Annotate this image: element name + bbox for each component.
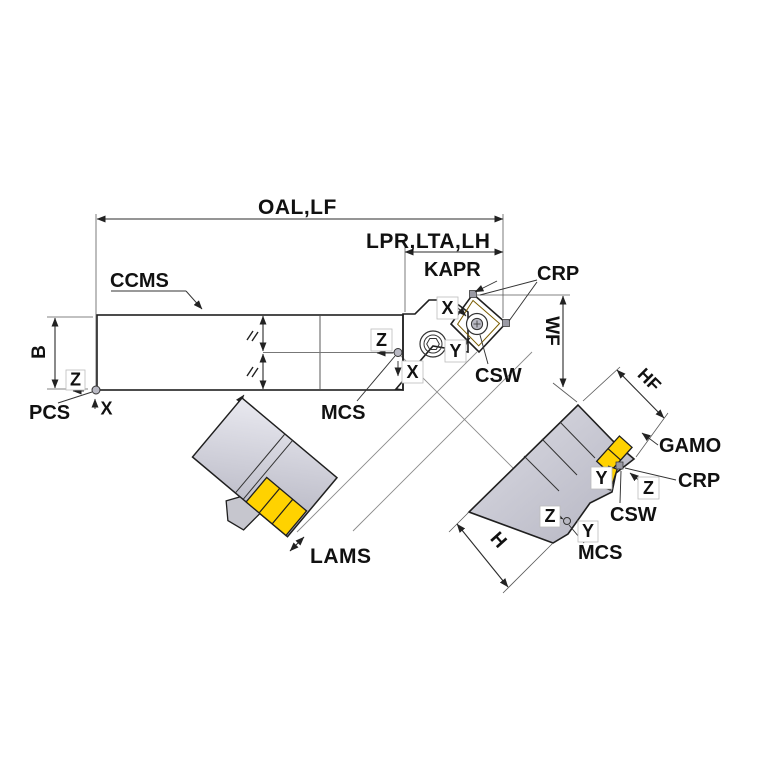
gamo-label: GAMO	[659, 435, 721, 457]
insert-screw-icon	[465, 312, 489, 336]
kapr-label: KAPR	[424, 259, 481, 281]
shank-face-line	[523, 455, 560, 492]
pcs-z-label: Z	[70, 370, 81, 390]
oal-lf-label: OAL,LF	[258, 196, 337, 219]
gamo-leader	[641, 432, 659, 446]
ccms-label: CCMS	[110, 270, 169, 292]
b-label: B	[29, 345, 50, 359]
top-view	[96, 290, 510, 391]
clamp-screw-icon	[419, 330, 447, 358]
insert-edge-line	[258, 488, 281, 514]
insert-side-view	[245, 476, 308, 537]
csw-leader-end-view	[619, 470, 622, 504]
projection-line	[352, 351, 533, 532]
insert-edge-line	[271, 498, 294, 525]
dimensions-top-view	[47, 214, 578, 403]
crp-label: CRP	[537, 263, 579, 285]
dim-lams-angle	[289, 536, 305, 552]
mcs-origin-marker	[393, 348, 403, 357]
head-edge-line	[242, 440, 293, 500]
h-label: H	[486, 528, 511, 552]
shank-face-line	[559, 421, 596, 459]
shank-face-line	[541, 438, 578, 476]
csw-leader	[479, 334, 489, 365]
mcs-x-label: X	[406, 362, 418, 382]
end-view-y2-label: Y	[582, 521, 594, 541]
mcs-origin-marker-end-view	[563, 517, 571, 525]
dim-hf-line	[616, 369, 665, 419]
tool-head	[394, 299, 469, 391]
corner-reference-marker	[502, 319, 510, 327]
pcs-x-label: X	[100, 399, 112, 419]
side-view	[191, 396, 339, 538]
axis-arrows	[72, 307, 471, 409]
kapr-leader	[474, 280, 498, 293]
dimensions-end-view	[448, 366, 677, 594]
end-view	[467, 403, 636, 544]
insert-x-label: X	[441, 298, 453, 318]
lpr-lta-lh-label: LPR,LTA,LH	[366, 230, 490, 253]
crp-label-end-view: CRP	[678, 470, 720, 492]
end-view-z-label: Z	[643, 478, 654, 498]
head-edge-line	[235, 433, 286, 494]
mcs-label: MCS	[321, 402, 365, 424]
leaders-top-view	[57, 279, 538, 404]
dim-h-line	[456, 523, 509, 588]
end-view-z2-label: Z	[545, 506, 556, 526]
hf-label: HF	[634, 364, 665, 395]
csw-label: CSW	[475, 365, 522, 387]
ditto-marks	[246, 330, 259, 378]
pcs-origin-marker	[91, 385, 101, 395]
crp-leader	[508, 281, 538, 322]
mcs-leader	[356, 355, 396, 402]
crp-leader	[479, 279, 538, 296]
end-view-y-label: Y	[595, 468, 607, 488]
pcs-label: PCS	[29, 402, 70, 424]
ccms-leader	[185, 290, 203, 310]
wf-label: WF	[541, 316, 562, 346]
csw-label-end-view: CSW	[610, 504, 657, 526]
mcs-z-label: Z	[376, 330, 387, 350]
corner-reference-marker	[615, 461, 624, 470]
pcs-leader	[57, 391, 93, 404]
mcs-label-end-view: MCS	[578, 542, 622, 564]
corner-reference-marker	[469, 290, 477, 298]
lams-label: LAMS	[310, 545, 372, 568]
insert-inner-edge	[456, 299, 501, 347]
insert-x-axis-arrow	[457, 307, 467, 317]
projection-line	[296, 351, 478, 533]
insert-y-label: Y	[449, 341, 461, 361]
crp-leader-end-view	[624, 467, 677, 481]
dimension-labels: OAL,LF LPR,LTA,LH KAPR CRP CCMS CSW MCS …	[29, 196, 721, 568]
axis-labels: Z X Z X X Y Y Z Z Y	[65, 296, 660, 543]
